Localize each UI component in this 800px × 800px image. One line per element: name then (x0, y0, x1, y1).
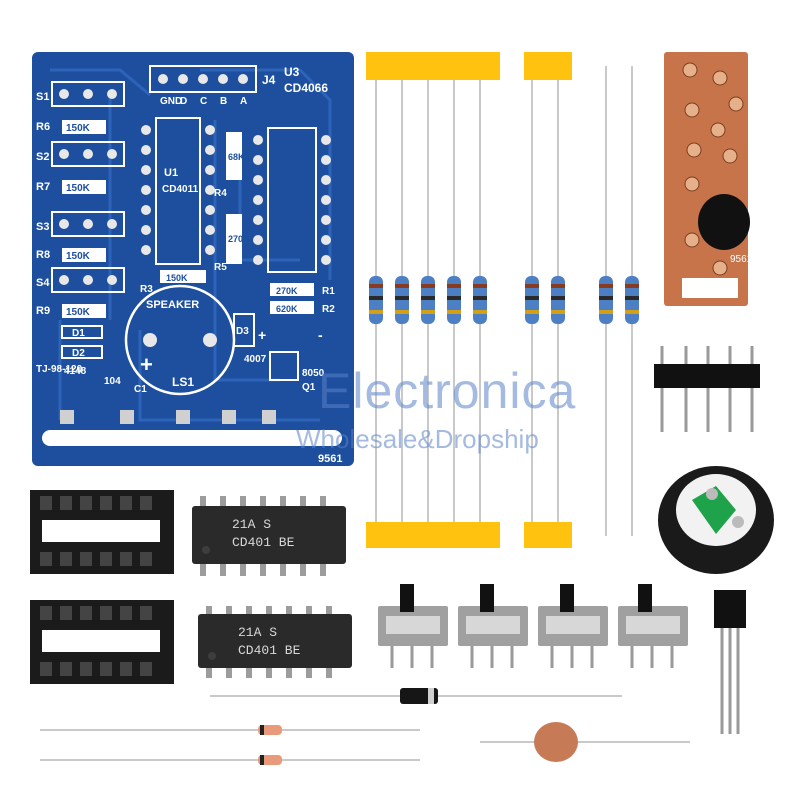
header-pin-gnd: GND (160, 96, 182, 107)
buzzer (658, 466, 774, 574)
rectifier-diode (210, 688, 622, 704)
speaker-label: SPEAKER (146, 299, 199, 311)
diode-d3-label: D3 (236, 326, 249, 337)
speaker-plus: + (140, 352, 153, 377)
tape-top-right (524, 52, 572, 80)
resistor-ref-r6: R6 (36, 121, 50, 133)
ic-left-label: CD4011 (162, 184, 199, 195)
resistor-value-r7: 150K (66, 183, 91, 194)
dip-chip-1: 21A S CD401 BE (192, 496, 346, 576)
tape-bottom-right (524, 522, 572, 548)
sound-module-marking: 9561 (730, 254, 753, 265)
switch-label-s1: S1 (36, 91, 49, 103)
small-signal-diode-2 (40, 755, 420, 765)
switch-label-s3: S3 (36, 221, 49, 233)
r2-label: R2 (322, 304, 335, 315)
q1-value: 8050 (302, 368, 325, 379)
chip-1-marking-2: CD401 BE (232, 535, 295, 550)
header-pin-d: D (180, 96, 187, 107)
resistor-value-r6: 150K (66, 123, 91, 134)
header-pin-a: A (240, 96, 247, 107)
chip-2-marking-1: 21A S (238, 625, 277, 640)
pin-header (654, 346, 760, 432)
resistor-ref-r9: R9 (36, 305, 50, 317)
resistor-bodies (369, 276, 639, 324)
board-model: 9561 (318, 453, 342, 465)
pcb-white-strip (42, 430, 342, 446)
ic-left-ref: U1 (164, 167, 178, 179)
ceramic-capacitor (480, 722, 690, 762)
pcb-minus: - (318, 327, 323, 343)
dip-chip-2: 21A S CD401 BE (198, 606, 352, 678)
pcb-board: GND D C B A J4 U3 CD4066 S1 S2 S3 S4 R6 … (32, 52, 354, 466)
diode-d2-label: D2 (72, 348, 85, 359)
header-pin-b: B (220, 96, 227, 107)
header-pin-c: C (200, 96, 207, 107)
chip-1-marking-1: 21A S (232, 517, 271, 532)
diode-value: 4148 (64, 366, 87, 377)
ic-top-label: CD4066 (284, 81, 328, 95)
r5-value: 270K (228, 234, 250, 244)
resistor-ref-r8: R8 (36, 249, 50, 261)
r3-label: R3 (140, 284, 153, 295)
ls1-label: LS1 (172, 375, 194, 389)
ic-top-ref: U3 (284, 65, 300, 79)
sound-module-chip-blob (698, 194, 750, 250)
resistor-footprints-left (62, 120, 106, 318)
diode-d3-value: 4007 (244, 354, 267, 365)
transistor (714, 590, 746, 734)
resistor-ref-r7: R7 (36, 181, 50, 193)
r2-value: 620K (276, 304, 298, 314)
q1-label: Q1 (302, 382, 316, 393)
switch-label-s4: S4 (36, 277, 50, 289)
r3-value: 150K (166, 273, 188, 283)
tape-bottom-left (366, 522, 500, 548)
sound-module: 9561 (664, 52, 753, 306)
r1-label: R1 (322, 286, 335, 297)
resistor-value-r8: 150K (66, 251, 91, 262)
header-ref: J4 (262, 73, 276, 87)
r4-label: R4 (214, 188, 227, 199)
board-date: TJ-98-120 (36, 364, 83, 375)
r1-value: 270K (276, 286, 298, 296)
resistor-tape-group (366, 52, 639, 548)
pcb-plus-2: + (258, 327, 266, 343)
resistor-value-r9: 150K (66, 307, 91, 318)
c1-value: 104 (104, 376, 121, 387)
switch-label-s2: S2 (36, 151, 49, 163)
tape-top-left (366, 52, 500, 80)
ic-socket-2 (30, 600, 174, 684)
small-signal-diode-1 (40, 725, 420, 735)
c1-label: C1 (134, 384, 147, 395)
switch-footprints (51, 81, 125, 293)
chip-2-marking-2: CD401 BE (238, 643, 301, 658)
r4-value: 68K (228, 152, 245, 162)
slide-switches (378, 584, 688, 668)
diode-d1-label: D1 (72, 328, 85, 339)
r5-label: R5 (214, 262, 227, 273)
ic-socket-1 (30, 490, 174, 574)
